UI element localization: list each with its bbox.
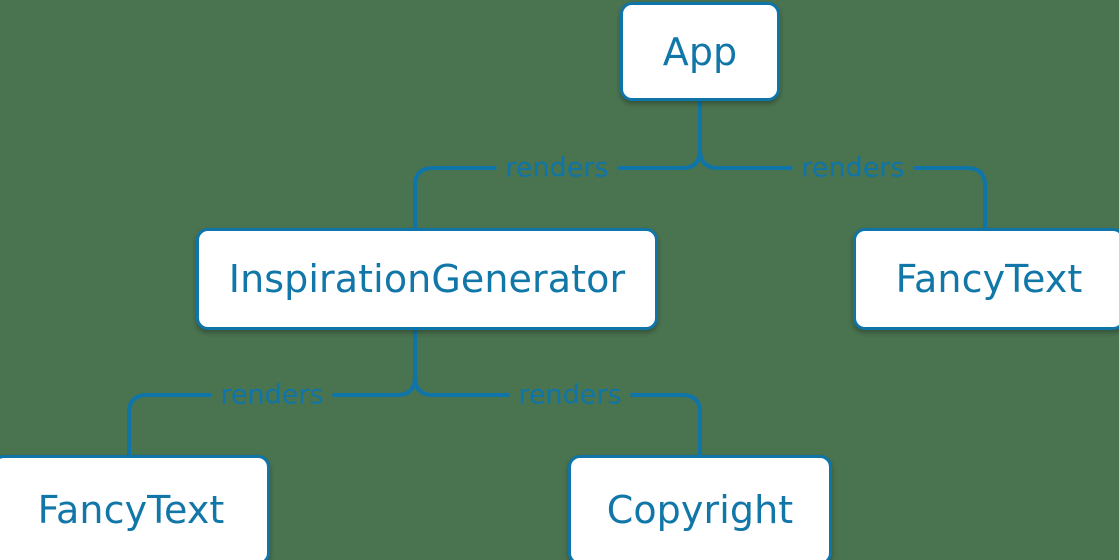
node-fancytext-right[interactable]: FancyText	[853, 228, 1119, 330]
node-app[interactable]: App	[620, 2, 780, 101]
edge-label-inspiration-generator-to-fancytext-left: renders	[211, 381, 333, 409]
edge-label-app-to-fancytext-right: renders	[792, 154, 914, 182]
node-copyright-label: Copyright	[606, 488, 794, 532]
node-inspiration-generator[interactable]: InspirationGenerator	[196, 228, 658, 330]
node-fancytext-right-label: FancyText	[895, 257, 1083, 301]
edge-label-inspiration-generator-to-copyright: renders	[509, 381, 631, 409]
node-app-label: App	[662, 29, 738, 74]
edge-label-app-to-inspiration-generator: renders	[496, 154, 618, 182]
node-inspiration-generator-label: InspirationGenerator	[228, 257, 626, 301]
node-fancytext-left[interactable]: FancyText	[0, 455, 270, 560]
node-fancytext-left-label: FancyText	[37, 488, 225, 532]
node-copyright[interactable]: Copyright	[568, 455, 832, 560]
